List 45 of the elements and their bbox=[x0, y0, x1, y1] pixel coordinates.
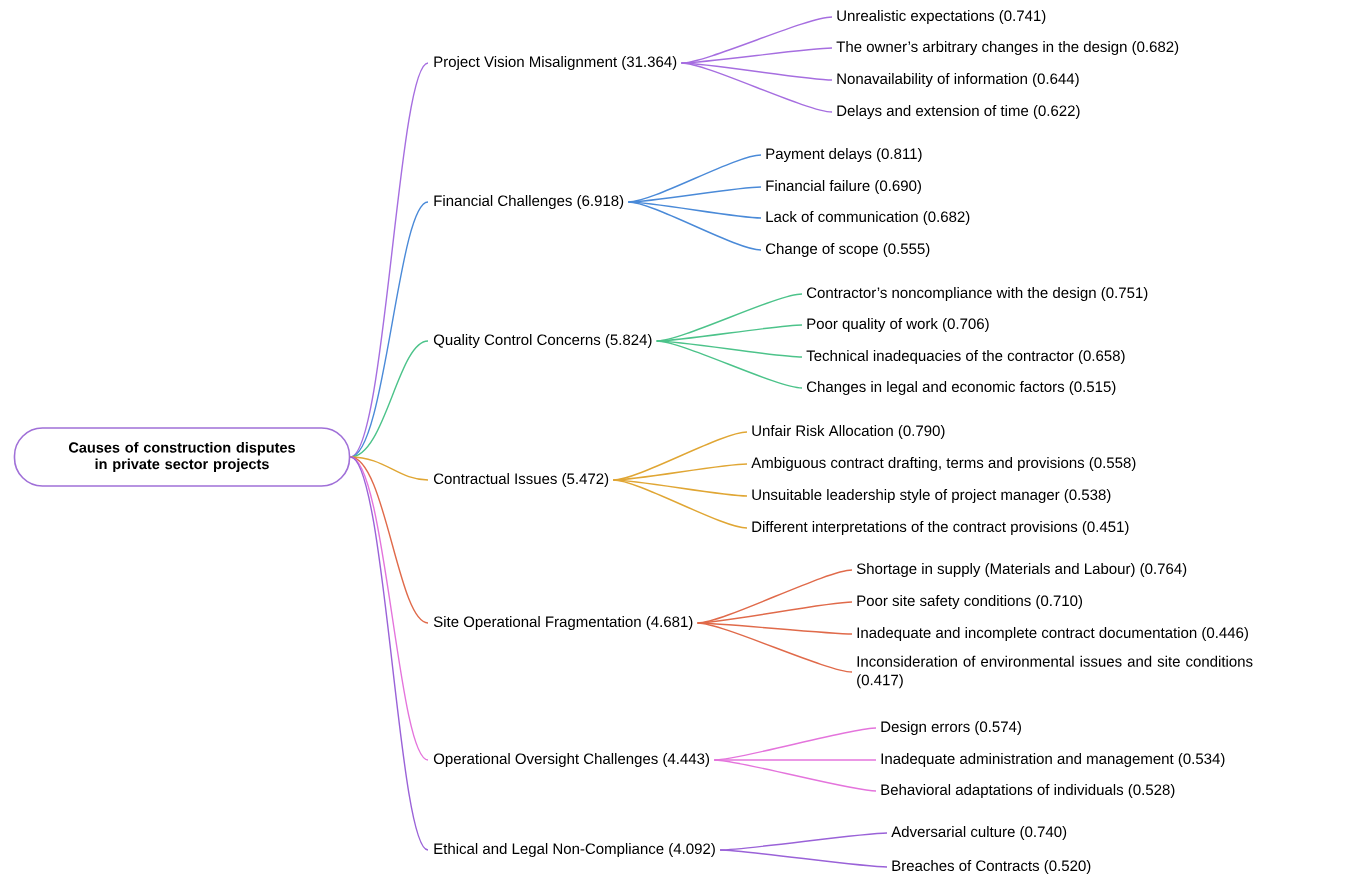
branch-label: Contractual Issues (5.472) bbox=[433, 473, 609, 487]
leaf-label: Breaches of Contracts (0.520) bbox=[892, 860, 1091, 874]
branch-line bbox=[680, 62, 833, 113]
branch-line bbox=[349, 456, 429, 481]
leaf-label: The owner’s arbitrary changes in the design (0.682) bbox=[836, 41, 1179, 55]
branch-line bbox=[719, 849, 888, 868]
leaf-label: Unsuitable leadership style of project manager (0.538) bbox=[752, 489, 1111, 503]
leaf-label: Inadequate and incomplete contract documentation (0.446) bbox=[857, 627, 1248, 641]
branch-line bbox=[696, 622, 853, 673]
branch-line bbox=[627, 201, 762, 251]
leaf-label: Contractor’s noncompliance with the design (0.751) bbox=[807, 287, 1148, 301]
topic-box: Causes of construction disputes in private sector projects bbox=[13, 427, 351, 487]
leaf-label: Unfair Risk Allocation (0.790) bbox=[752, 425, 945, 439]
branch-label: Project Vision Misalignment (31.364) bbox=[434, 56, 677, 70]
branch-label: Ethical and Legal Non-Compliance (4.092) bbox=[434, 843, 715, 857]
leaf-label: Nonavailability of information (0.644) bbox=[837, 73, 1079, 87]
leaf-label: Changes in legal and economic factors (0.515) bbox=[807, 381, 1116, 395]
leaf-label: Inadequate administration and management (0.534) bbox=[881, 753, 1225, 767]
leaf-label: Technical inadequacies of the contractor (0.658) bbox=[806, 350, 1125, 364]
leaf-label: Different interpretations of the contract provisions (0.451) bbox=[752, 521, 1129, 535]
branch-line bbox=[655, 340, 803, 389]
branch-line bbox=[713, 759, 877, 792]
leaf-label: Unrealistic expectations (0.741) bbox=[837, 10, 1046, 24]
leaf-label: Adversarial culture (0.740) bbox=[891, 826, 1067, 840]
branch-label: Operational Oversight Challenges (4.443) bbox=[433, 753, 710, 767]
leaf-label: Ambiguous contract drafting, terms and provisions (0.558) bbox=[751, 457, 1136, 471]
leaf-label: Payment delays (0.811) bbox=[766, 148, 922, 162]
leaf-label: Poor site safety conditions (0.710) bbox=[857, 595, 1083, 609]
leaf-label: Delays and extension of time (0.622) bbox=[837, 105, 1080, 119]
leaf-label: Poor quality of work (0.706) bbox=[807, 318, 989, 332]
leaf-label: Shortage in supply (Materials and Labour) (0.764) bbox=[856, 563, 1187, 577]
leaf-label: Design errors (0.574) bbox=[881, 721, 1021, 735]
branch-line bbox=[349, 456, 429, 851]
leaf-label: Financial failure (0.690) bbox=[766, 180, 921, 194]
leaf-label: Lack of communication (0.682) bbox=[766, 211, 970, 225]
branch-line bbox=[612, 479, 748, 529]
branch-label: Financial Challenges (6.918) bbox=[434, 195, 624, 209]
branch-label: Site Operational Fragmentation (4.681) bbox=[433, 616, 693, 630]
branch-line bbox=[612, 479, 748, 497]
branch-label: Quality Control Concerns (5.824) bbox=[433, 334, 652, 348]
leaf-label: Change of scope (0.555) bbox=[766, 243, 930, 257]
leaf-label: Behavioral adaptations of individuals (0.528) bbox=[881, 784, 1175, 798]
leaf-label: Inconsideration of environmental issues and site conditions (0.417) bbox=[857, 655, 1253, 689]
branch-line bbox=[627, 201, 762, 219]
branch-line bbox=[349, 456, 429, 624]
